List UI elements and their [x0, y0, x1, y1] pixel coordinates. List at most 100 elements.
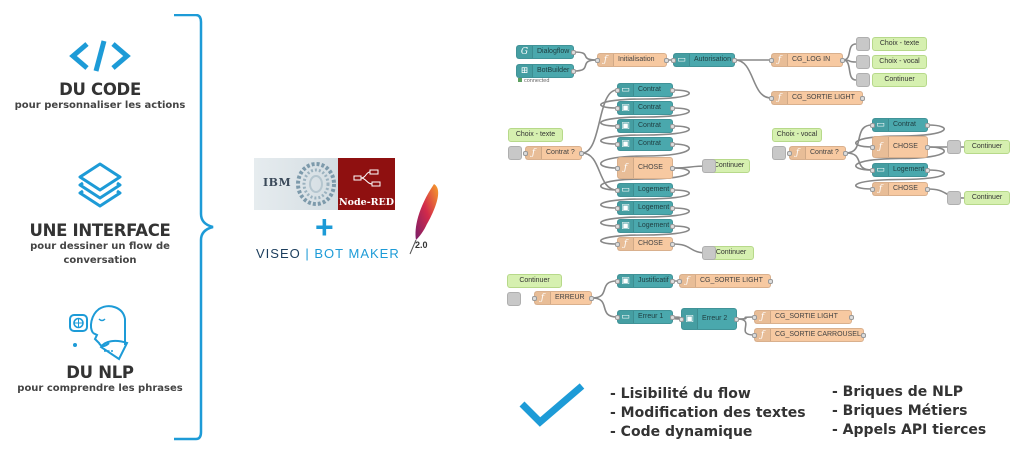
input-port[interactable] — [752, 314, 757, 320]
flow-node-teal[interactable]: ▣Logement — [615, 201, 675, 215]
input-port[interactable] — [615, 165, 620, 171]
output-port[interactable] — [670, 187, 675, 193]
input-port[interactable] — [870, 144, 875, 150]
output-port[interactable] — [925, 122, 930, 128]
input-port[interactable] — [677, 278, 682, 284]
link-node[interactable] — [772, 146, 786, 160]
input-port[interactable] — [615, 241, 620, 247]
output-port[interactable] — [925, 167, 930, 173]
input-port[interactable] — [532, 295, 537, 301]
flow-node-teal[interactable]: ▭Contrat — [870, 118, 930, 132]
link-node[interactable] — [947, 140, 961, 154]
input-port[interactable] — [752, 332, 757, 338]
input-port[interactable] — [615, 123, 620, 129]
input-port[interactable] — [870, 167, 875, 173]
input-port[interactable] — [615, 205, 620, 211]
output-port[interactable] — [860, 95, 865, 101]
input-port[interactable] — [787, 150, 792, 156]
input-port[interactable] — [769, 57, 774, 63]
input-port[interactable] — [615, 314, 620, 320]
flow-node-green[interactable]: Choix - texte — [872, 37, 927, 51]
input-port[interactable] — [615, 141, 620, 147]
output-port[interactable] — [664, 57, 669, 63]
output-port[interactable] — [670, 141, 675, 147]
input-port[interactable] — [615, 87, 620, 93]
output-port[interactable] — [840, 57, 845, 63]
flow-node-teal[interactable]: ▭Autorisation — [671, 53, 737, 67]
flow-node-teal[interactable]: ⊞BotBuilder — [516, 64, 576, 78]
link-node[interactable] — [947, 191, 961, 205]
output-port[interactable] — [925, 144, 930, 150]
link-node[interactable] — [856, 55, 870, 69]
input-port[interactable] — [615, 187, 620, 193]
flow-node-teal[interactable]: ▣Erreur 2 — [679, 308, 739, 330]
link-node[interactable] — [702, 246, 716, 260]
output-port[interactable] — [589, 295, 594, 301]
output-port[interactable] — [670, 105, 675, 111]
flow-node-teal[interactable]: ▣Contrat — [615, 137, 675, 151]
flow-node-teal[interactable]: ▭Erreur 1 — [615, 310, 675, 324]
output-port[interactable] — [670, 205, 675, 211]
input-port[interactable] — [679, 316, 684, 322]
output-port[interactable] — [670, 223, 675, 229]
flow-node-teal[interactable]: ▭Contrat — [615, 83, 675, 97]
flow-node-teal[interactable]: ▭Logement — [615, 183, 675, 197]
flow-node-teal[interactable]: ▭Logement — [870, 163, 930, 177]
link-node[interactable] — [856, 37, 870, 51]
output-port[interactable] — [849, 314, 854, 320]
flow-node-teal[interactable]: ▣Logement — [615, 219, 675, 233]
link-node[interactable] — [856, 73, 870, 87]
output-port[interactable] — [732, 57, 737, 63]
flow-node-green[interactable]: Choix - vocal — [772, 128, 822, 142]
flow-node-teal[interactable]: ▣Justificatif — [615, 274, 675, 288]
output-port[interactable] — [670, 165, 675, 171]
output-port[interactable] — [670, 87, 675, 93]
flow-node-teal[interactable]: ▣Contrat — [615, 119, 675, 133]
output-port[interactable] — [579, 150, 584, 156]
input-port[interactable] — [615, 278, 620, 284]
flow-node-green[interactable]: Choix - vocal — [872, 55, 927, 69]
output-port[interactable] — [734, 316, 739, 322]
output-port[interactable] — [670, 241, 675, 247]
link-node[interactable] — [702, 159, 716, 173]
input-port[interactable] — [523, 150, 528, 156]
output-port[interactable] — [670, 314, 675, 320]
flow-node-green[interactable]: Continuer — [708, 246, 754, 260]
input-port[interactable] — [870, 122, 875, 128]
input-port[interactable] — [615, 105, 620, 111]
flow-node-green[interactable]: Continuer — [964, 191, 1010, 205]
output-port[interactable] — [670, 123, 675, 129]
flow-node-green[interactable]: Continuer — [507, 274, 562, 288]
input-port[interactable] — [870, 186, 875, 192]
link-node[interactable] — [508, 146, 522, 160]
output-port[interactable] — [925, 186, 930, 192]
output-port[interactable] — [843, 150, 848, 156]
input-port[interactable] — [595, 57, 600, 63]
link-node[interactable] — [507, 292, 521, 306]
flow-node-teal[interactable]: ▣Contrat — [615, 101, 675, 115]
output-port[interactable] — [571, 68, 576, 74]
input-port[interactable] — [671, 57, 676, 63]
input-port[interactable] — [615, 223, 620, 229]
output-port[interactable] — [768, 278, 773, 284]
output-port[interactable] — [861, 332, 866, 338]
flow-node-green[interactable]: Continuer — [964, 140, 1010, 154]
output-port[interactable] — [670, 278, 675, 284]
flow-node-green[interactable]: Continuer — [872, 73, 927, 87]
flow-node-green[interactable]: Choix - texte — [508, 128, 563, 142]
output-port[interactable] — [571, 49, 576, 55]
